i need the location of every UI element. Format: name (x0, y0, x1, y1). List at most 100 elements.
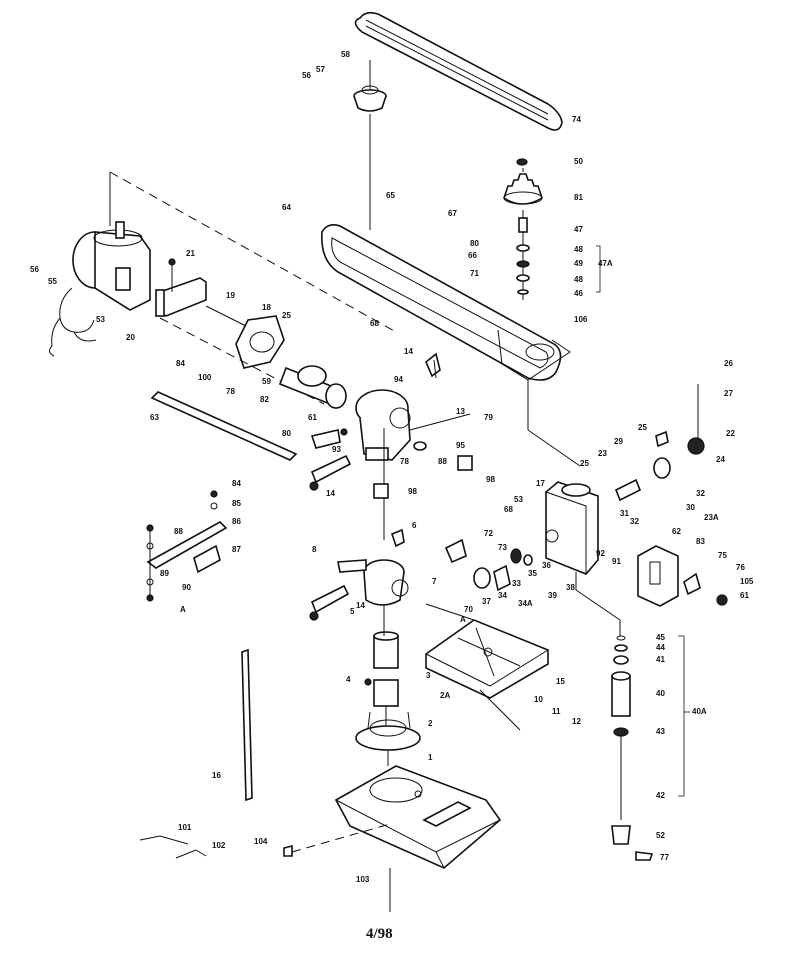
label-47a: 47A (598, 259, 613, 268)
spindle (611, 635, 654, 861)
label-102: 102 (212, 841, 226, 850)
washer-86 (413, 441, 427, 451)
rack-rod (241, 648, 253, 802)
label-52: 52 (656, 831, 665, 840)
label-53: 53 (96, 315, 105, 324)
label-106: 106 (574, 315, 588, 324)
motor-bracket (155, 258, 207, 317)
label-55: 55 (48, 277, 57, 286)
label-24: 24 (716, 455, 725, 464)
label-81: 81 (574, 193, 583, 202)
label-49: 49 (574, 259, 583, 268)
label-17: 17 (536, 479, 545, 488)
label-85: 85 (232, 499, 241, 508)
label-80b: 80 (282, 429, 291, 438)
label-58: 58 (341, 50, 350, 59)
label-14c: 14 (356, 601, 365, 610)
motor-pulley (353, 60, 387, 230)
label-31: 31 (620, 509, 629, 518)
label-8: 8 (312, 545, 317, 554)
label-59: 59 (262, 377, 271, 386)
belt (354, 11, 563, 131)
label-37: 37 (482, 597, 491, 606)
label-92: 92 (596, 549, 605, 558)
label-88: 88 (174, 527, 183, 536)
label-64: 64 (282, 203, 291, 212)
label-34: 34 (498, 591, 507, 600)
label-66: 66 (468, 251, 477, 260)
label-89: 89 (160, 569, 169, 578)
handle-14-mid (309, 454, 352, 491)
label-12: 12 (572, 717, 581, 726)
label-34a: 34A (518, 599, 533, 608)
label-25a: 25 (282, 311, 291, 320)
hex-key-101 (139, 835, 189, 845)
label-35: 35 (528, 569, 537, 578)
label-56b: 56 (30, 265, 39, 274)
label-18: 18 (262, 303, 271, 312)
label-11: 11 (552, 707, 561, 716)
label-103: 103 (356, 875, 370, 884)
label-46: 46 (574, 289, 583, 298)
label-38: 38 (566, 583, 575, 592)
label-77: 77 (660, 853, 669, 862)
label-101: 101 (178, 823, 192, 832)
label-86: 86 (232, 517, 241, 526)
label-23a: 23A (704, 513, 719, 522)
label-40: 40 (656, 689, 665, 698)
column-base (355, 678, 421, 751)
quill-housing (545, 481, 599, 575)
label-7: 7 (432, 577, 437, 586)
table-support (337, 528, 467, 606)
label-10: 10 (534, 695, 543, 704)
label-67: 67 (448, 209, 457, 218)
label-47: 47 (574, 225, 583, 234)
label-48a: 48 (574, 245, 583, 254)
base (334, 765, 502, 869)
head-casting (355, 389, 471, 540)
label-2: 2 (428, 719, 433, 728)
label-98b: 98 (408, 487, 417, 496)
label-94: 94 (394, 375, 403, 384)
mount-plate (159, 305, 325, 405)
label-74: 74 (572, 115, 581, 124)
feed-pinion (614, 384, 705, 502)
label-90: 90 (182, 583, 191, 592)
label-39: 39 (548, 591, 557, 600)
label-3: 3 (426, 671, 431, 680)
label-98a: 98 (486, 475, 495, 484)
label-41: 41 (656, 655, 665, 664)
part-labels: 58 57 56 74 50 81 65 64 67 47 80 48 66 4… (30, 50, 754, 884)
bolt-104 (283, 844, 293, 857)
label-32a: 32 (696, 489, 705, 498)
depth-stop (146, 490, 228, 602)
label-48b: 48 (574, 275, 583, 284)
column (373, 631, 399, 707)
label-50: 50 (574, 157, 583, 166)
label-26: 26 (724, 359, 733, 368)
label-80a: 80 (470, 239, 479, 248)
label-88a: 88 (438, 457, 447, 466)
label-19: 19 (226, 291, 235, 300)
label-62: 62 (672, 527, 681, 536)
label-1: 1 (428, 753, 433, 762)
label-4: 4 (346, 675, 351, 684)
label-16: 16 (212, 771, 221, 780)
label-76: 76 (736, 563, 745, 572)
label-6: 6 (412, 521, 417, 530)
collar-98 (373, 483, 389, 499)
pinion-set (473, 548, 533, 592)
label-78b: 78 (400, 457, 409, 466)
label-29: 29 (614, 437, 623, 446)
label-14b: 14 (326, 489, 335, 498)
label-73: 73 (498, 543, 507, 552)
label-25c: 25 (580, 459, 589, 468)
label-30: 30 (686, 503, 695, 512)
label-61a: 61 (308, 413, 317, 422)
label-13: 13 (456, 407, 465, 416)
motor (48, 221, 151, 357)
shaft-sleeve (278, 365, 347, 409)
feed-block (637, 545, 728, 607)
label-70: 70 (464, 605, 473, 614)
